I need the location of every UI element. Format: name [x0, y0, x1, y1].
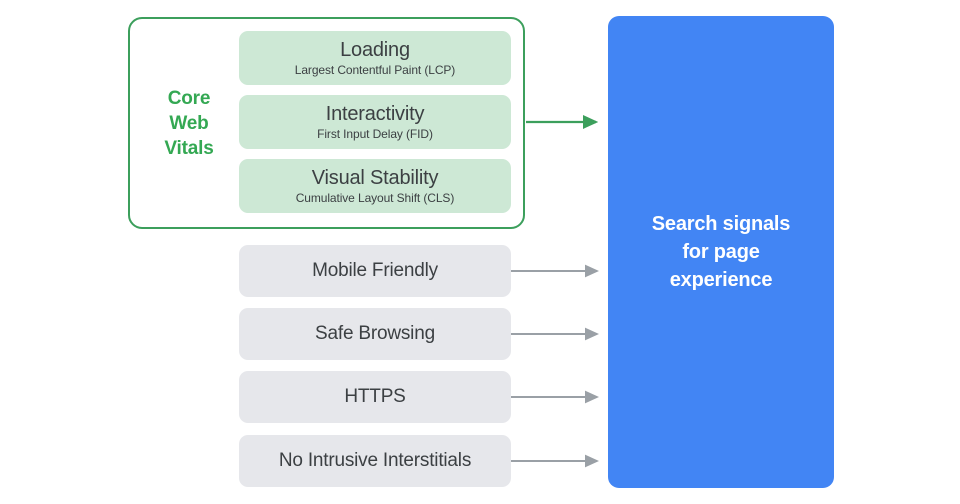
metric-card-subtitle: First Input Delay (FID)	[317, 126, 433, 141]
core-web-vitals-label-line-1: Core	[167, 88, 211, 109]
signal-card-safe-browsing[interactable]: Safe Browsing	[239, 308, 511, 360]
metric-card-subtitle: Largest Contentful Paint (LCP)	[294, 62, 456, 77]
core-web-vitals-label: Core Web Vitals	[150, 86, 228, 161]
metric-card-interactivity[interactable]: Interactivity First Input Delay (FID)	[239, 95, 511, 149]
signal-card-mobile-friendly[interactable]: Mobile Friendly	[239, 245, 511, 297]
signal-card-https[interactable]: HTTPS	[239, 371, 511, 423]
core-web-vitals-label-line-3: Vitals	[164, 138, 214, 159]
signal-card-label: Mobile Friendly	[312, 260, 438, 281]
metric-card-subtitle: Cumulative Layout Shift (CLS)	[295, 190, 455, 205]
metric-card-title: Interactivity	[325, 102, 425, 125]
metric-card-loading[interactable]: Loading Largest Contentful Paint (LCP)	[239, 31, 511, 85]
signal-card-label: Safe Browsing	[315, 323, 435, 344]
signal-card-label: HTTPS	[344, 386, 406, 407]
metric-card-title: Visual Stability	[311, 166, 439, 189]
destination-line-2: for page	[682, 241, 760, 263]
signal-card-no-intrusive-interstitials[interactable]: No Intrusive Interstitials	[239, 435, 511, 487]
destination-line-1: Search signals	[651, 213, 791, 235]
metric-card-visual-stability[interactable]: Visual Stability Cumulative Layout Shift…	[239, 159, 511, 213]
search-signals-destination: Search signals for page experience	[608, 16, 834, 488]
metric-card-title: Loading	[340, 38, 410, 61]
destination-line-3: experience	[669, 269, 773, 291]
core-web-vitals-label-line-2: Web	[169, 113, 209, 134]
signal-card-label: No Intrusive Interstitials	[278, 450, 472, 471]
